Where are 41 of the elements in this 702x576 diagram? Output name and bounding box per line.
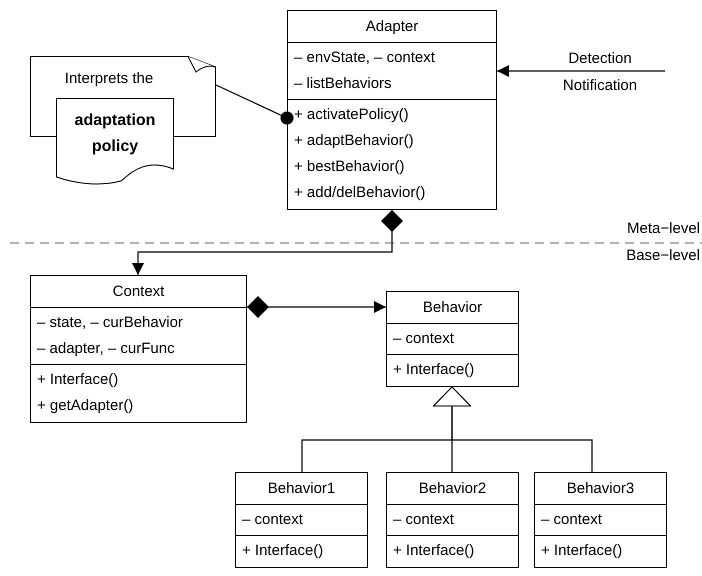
class-box bbox=[386, 472, 519, 568]
document-text: adaptation policy bbox=[74, 111, 156, 157]
class-box bbox=[235, 472, 368, 568]
attribute: – context bbox=[242, 510, 304, 530]
leader-line bbox=[216, 84, 294, 124]
method: + Interface() bbox=[242, 541, 324, 561]
method: + bestBehavior() bbox=[294, 157, 406, 177]
attribute: – envState, – context bbox=[294, 48, 436, 68]
attribute: – context bbox=[393, 329, 455, 349]
method: + Interface() bbox=[37, 370, 120, 390]
method: + getAdapter() bbox=[37, 396, 134, 416]
class-name: Behavior2 bbox=[418, 480, 486, 497]
method: + add/delBehavior() bbox=[294, 183, 426, 203]
method: + Interface() bbox=[393, 541, 476, 561]
class-box bbox=[287, 10, 497, 210]
class-box bbox=[534, 472, 667, 568]
class-name: Context bbox=[112, 283, 164, 300]
attribute: – listBehaviors bbox=[294, 74, 393, 94]
notification-arrow bbox=[497, 65, 665, 77]
composition-arrow bbox=[247, 296, 386, 318]
class-box bbox=[386, 291, 519, 387]
attribute: – adapter, – curFunc bbox=[37, 339, 176, 359]
class-name: Behavior bbox=[422, 299, 482, 316]
attribute: – state, – curBehavior bbox=[37, 313, 184, 333]
document-shape bbox=[56, 98, 174, 185]
level-label: Meta−level bbox=[627, 220, 700, 237]
method: + Interface() bbox=[393, 360, 476, 380]
composition-arrow bbox=[132, 210, 403, 275]
class-box bbox=[30, 275, 247, 423]
level-label: Base−level bbox=[626, 247, 700, 264]
method: + activatePolicy() bbox=[294, 105, 410, 125]
attribute: – context bbox=[393, 510, 455, 530]
class-name: Adapter bbox=[366, 18, 418, 35]
note-text: Interprets the bbox=[64, 70, 154, 87]
generalization-arrow bbox=[433, 386, 593, 472]
method: + Interface() bbox=[541, 541, 624, 561]
method: + adaptBehavior() bbox=[294, 131, 415, 151]
class-name: Behavior1 bbox=[268, 480, 336, 497]
class-name: Behavior3 bbox=[566, 480, 634, 497]
attribute: – context bbox=[541, 510, 603, 530]
edge-label: Detection Notification bbox=[562, 49, 638, 96]
